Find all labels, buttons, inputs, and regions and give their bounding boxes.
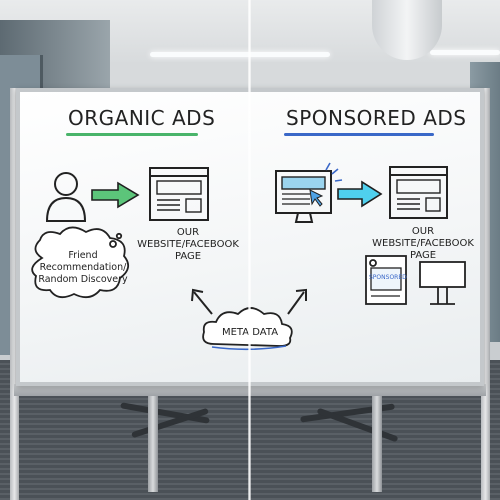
thought-bubble-text: Friend Recommendation/ Random Discovery bbox=[38, 250, 128, 285]
billboard-icon bbox=[419, 261, 466, 305]
stand-post bbox=[372, 392, 382, 492]
air-duct bbox=[372, 0, 442, 60]
organic-ads-heading: ORGANIC ADS bbox=[68, 106, 216, 130]
cursor-icon bbox=[309, 189, 324, 207]
sponsored-ads-heading: SPONSORED ADS bbox=[286, 106, 467, 130]
ceiling-light bbox=[150, 52, 330, 57]
website-window-icon bbox=[389, 166, 448, 219]
sponsored-heading-underline bbox=[284, 133, 434, 136]
person-icon bbox=[45, 172, 87, 222]
website-window-icon bbox=[149, 167, 209, 221]
stand-leg-left bbox=[10, 88, 19, 500]
meta-arrow-left-icon bbox=[191, 288, 213, 315]
ceiling-light bbox=[430, 50, 500, 55]
organic-website-label: OUR WEBSITE/FACEBOOK PAGE bbox=[137, 227, 239, 262]
cloud-icon bbox=[202, 307, 293, 347]
green-arrow-icon bbox=[91, 181, 140, 209]
monitor-icon bbox=[275, 170, 332, 223]
sponsored-tag: SPONSORED bbox=[369, 274, 407, 281]
stand-post bbox=[148, 392, 158, 492]
organic-heading-underline bbox=[66, 133, 198, 136]
thought-bubble-icon bbox=[31, 226, 130, 299]
meta-arrow-right-icon bbox=[287, 288, 307, 315]
split-divider bbox=[248, 0, 251, 500]
sponsored-website-label: OUR WEBSITE/FACEBOOK PAGE bbox=[372, 226, 474, 261]
stand-leg-right bbox=[481, 88, 490, 500]
cyan-arrow-icon bbox=[337, 180, 383, 208]
click-spark-icon bbox=[325, 162, 343, 182]
sponsored-post-icon bbox=[365, 255, 407, 305]
